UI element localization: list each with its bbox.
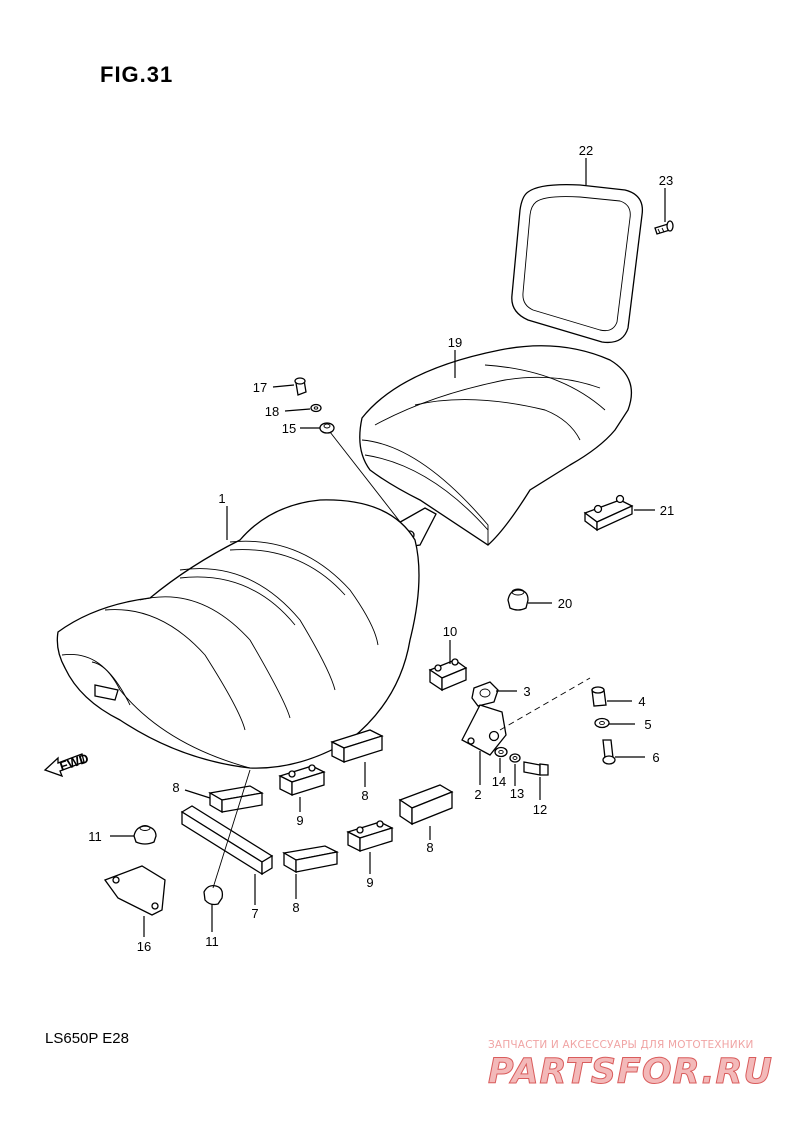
front-seat: [56, 499, 420, 769]
callout-8b: 8: [361, 788, 368, 803]
leader-lines: [110, 158, 666, 937]
callout-11a: 11: [88, 829, 102, 844]
callout-23: 23: [659, 173, 673, 188]
callout-9a: 9: [296, 813, 303, 828]
callout-6: 6: [652, 750, 659, 765]
callout-4: 4: [638, 694, 645, 709]
callout-18: 18: [265, 404, 279, 419]
rubber-cushion: [507, 588, 529, 611]
bolt-12: [523, 761, 549, 776]
guide-line-2: [499, 677, 591, 731]
foam-block-8b: [330, 729, 384, 764]
damper-9a: [278, 764, 326, 797]
screw-6: [602, 739, 616, 765]
seat-washer: [310, 403, 322, 413]
callout-17: 17: [253, 380, 267, 395]
callout-3: 3: [523, 684, 530, 699]
backrest-pad: [511, 184, 644, 344]
callout-16: 16: [137, 939, 151, 954]
callout-10: 10: [443, 624, 457, 639]
callout-15: 15: [282, 421, 296, 436]
cushion-11a: [133, 825, 157, 845]
callout-14: 14: [492, 774, 506, 789]
callout-19: 19: [448, 335, 462, 350]
cushion-11b: [203, 884, 224, 906]
watermark-logo[interactable]: PARTSFOR.RU: [488, 1052, 773, 1093]
bracket-block: [428, 658, 468, 692]
hinge-cushion: [471, 681, 499, 707]
watermark-tagline: ЗАПЧАСТИ И АКСЕССУАРЫ ДЛЯ МОТОТЕХНИКИ: [488, 1039, 754, 1051]
callout-labels: 1 2 3 4 5 6 7 8 8 8 8 9 9 10 11 11 12 13…: [88, 143, 674, 954]
clip-4: [591, 686, 607, 707]
foam-block-8a: [208, 785, 264, 814]
fwd-label: FWD: [58, 750, 91, 773]
callout-1: 1: [218, 491, 225, 506]
mount-guide-line: [329, 431, 409, 533]
callout-2: 2: [474, 787, 481, 802]
foam-block-8d: [282, 845, 339, 874]
callout-20: 20: [558, 596, 572, 611]
foam-block-8c: [398, 784, 454, 826]
callout-21: 21: [660, 503, 674, 518]
callout-13: 13: [510, 786, 524, 801]
damper-9b: [346, 820, 394, 853]
callout-8d: 8: [292, 900, 299, 915]
seat-grommet: [319, 422, 335, 434]
mount-plate: [103, 865, 166, 916]
callout-11b: 11: [205, 934, 219, 949]
foam-strip-7: [180, 805, 274, 876]
callout-8a: 8: [172, 780, 179, 795]
nut-13: [509, 753, 521, 763]
callout-12: 12: [533, 802, 547, 817]
backrest-screw: [654, 220, 674, 235]
model-code: LS650P E28: [45, 1030, 129, 1047]
seat-bolt: [294, 377, 307, 396]
guide-line-11: [212, 769, 251, 889]
seat-damper-block: [583, 494, 634, 532]
washer-14: [494, 746, 508, 758]
callout-9b: 9: [366, 875, 373, 890]
washer-5: [594, 717, 610, 729]
fwd-arrow-icon: FWD: [43, 750, 91, 778]
callout-5: 5: [644, 717, 651, 732]
callout-8c: 8: [426, 840, 433, 855]
figure-title: FIG.31: [100, 62, 174, 87]
callout-7: 7: [251, 906, 258, 921]
seat-bracket: [461, 704, 507, 756]
callout-22: 22: [579, 143, 593, 158]
